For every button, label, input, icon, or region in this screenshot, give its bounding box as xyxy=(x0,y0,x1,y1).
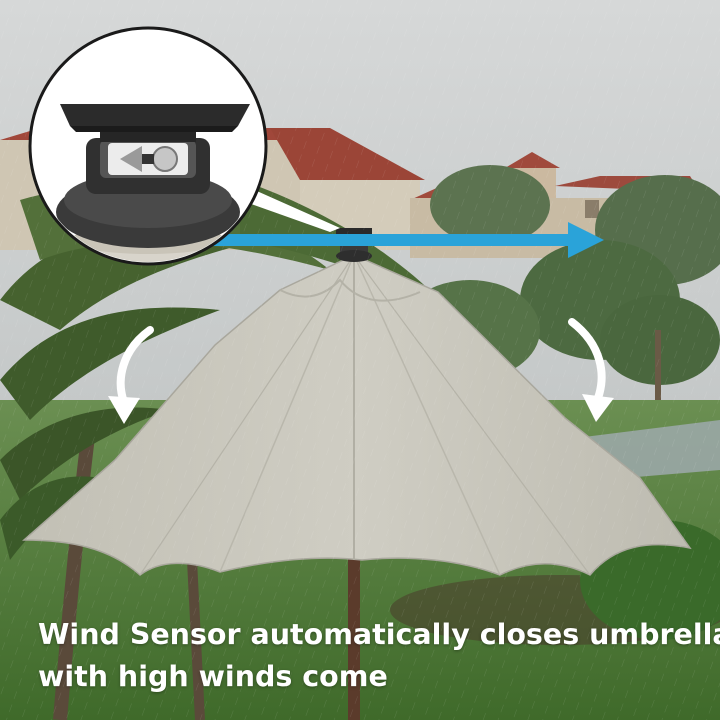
curved-down-arrow-left-head xyxy=(108,396,140,424)
curved-down-arrow-icon xyxy=(116,326,154,406)
sensor-closeup-inset xyxy=(28,26,268,266)
caption: Wind Sensor automatically closes umbrell… xyxy=(38,614,720,698)
curved-down-arrow-right-head xyxy=(582,394,614,422)
caption-line-2: with high winds come xyxy=(38,660,388,693)
caption-line-1: Wind Sensor automatically closes umbrell… xyxy=(38,618,720,651)
right-arrow-icon xyxy=(200,222,604,258)
curved-down-arrow-icon xyxy=(568,318,606,402)
callout-pointer xyxy=(240,188,340,232)
